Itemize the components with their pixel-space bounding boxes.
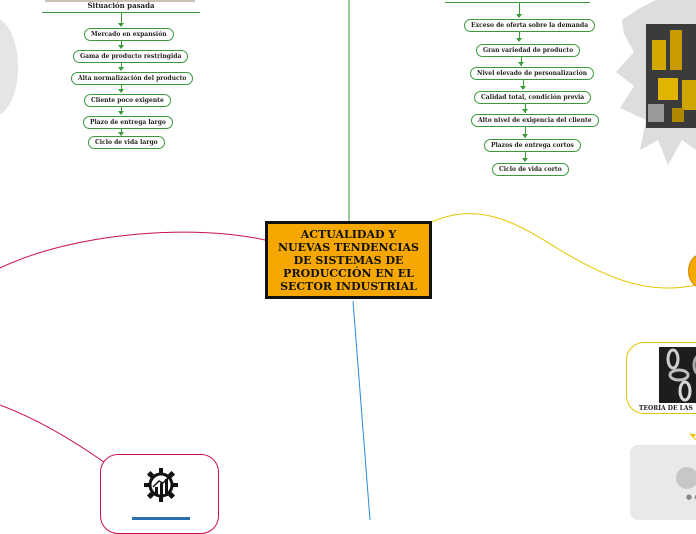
right-branch-underline	[445, 2, 590, 3]
right-item-7[interactable]: Ciclo de vida corto	[492, 163, 569, 176]
left-item-3[interactable]: Alta normalización del producto	[71, 72, 193, 85]
left-branch-title[interactable]: Situación pasada	[42, 1, 200, 10]
arrow-icon	[118, 45, 124, 49]
right-item-4[interactable]: Calidad total, condición previa	[474, 91, 591, 104]
arrow-icon	[522, 134, 528, 138]
arrow-icon	[520, 86, 526, 90]
arrow-icon	[118, 23, 124, 27]
left-item-1[interactable]: Mercado en expansión	[84, 28, 174, 41]
pagination-dots: ● ●	[686, 494, 696, 501]
chain-image	[659, 347, 696, 403]
constraints-node[interactable]: TEORÍA DE LAS	[626, 342, 696, 414]
arrow-icon	[516, 38, 522, 42]
right-item-6[interactable]: Plazos de entrega cortos	[484, 139, 581, 152]
robot-burst-image[interactable]	[612, 0, 696, 170]
left-item-6[interactable]: Ciclo de vida largo	[88, 136, 165, 149]
central-topic[interactable]: ACTUALIDAD Y NUEVAS TENDENCIAS DE SISTEM…	[265, 221, 432, 299]
play-icon[interactable]	[676, 467, 696, 489]
left-item-5[interactable]: Plazo de entrega largo	[83, 116, 173, 129]
arrow-icon	[522, 109, 528, 113]
gear-chart-icon	[143, 467, 179, 503]
constraints-label: TEORÍA DE LAS	[639, 405, 693, 412]
arrow-icon	[518, 62, 524, 66]
left-item-2[interactable]: Gama de producto restringida	[73, 50, 188, 63]
arrow-icon	[118, 67, 124, 71]
right-item-2[interactable]: Gran variedad de producto	[476, 44, 580, 57]
growth-node[interactable]	[100, 454, 219, 534]
arrow-icon	[690, 434, 696, 438]
right-item-1[interactable]: Exceso de oferta sobre la demanda	[464, 19, 595, 32]
arrow-icon	[118, 89, 124, 93]
video-placeholder[interactable]: ● ●	[630, 445, 696, 520]
arrow-icon	[118, 111, 124, 115]
arrow-icon	[516, 14, 522, 18]
right-item-3[interactable]: Nivel elevado de personalización	[470, 67, 594, 80]
right-item-5[interactable]: Alto nivel de exigencia del cliente	[471, 114, 599, 127]
arrow-icon	[522, 158, 528, 162]
left-item-4[interactable]: Cliente poco exigente	[84, 94, 171, 107]
